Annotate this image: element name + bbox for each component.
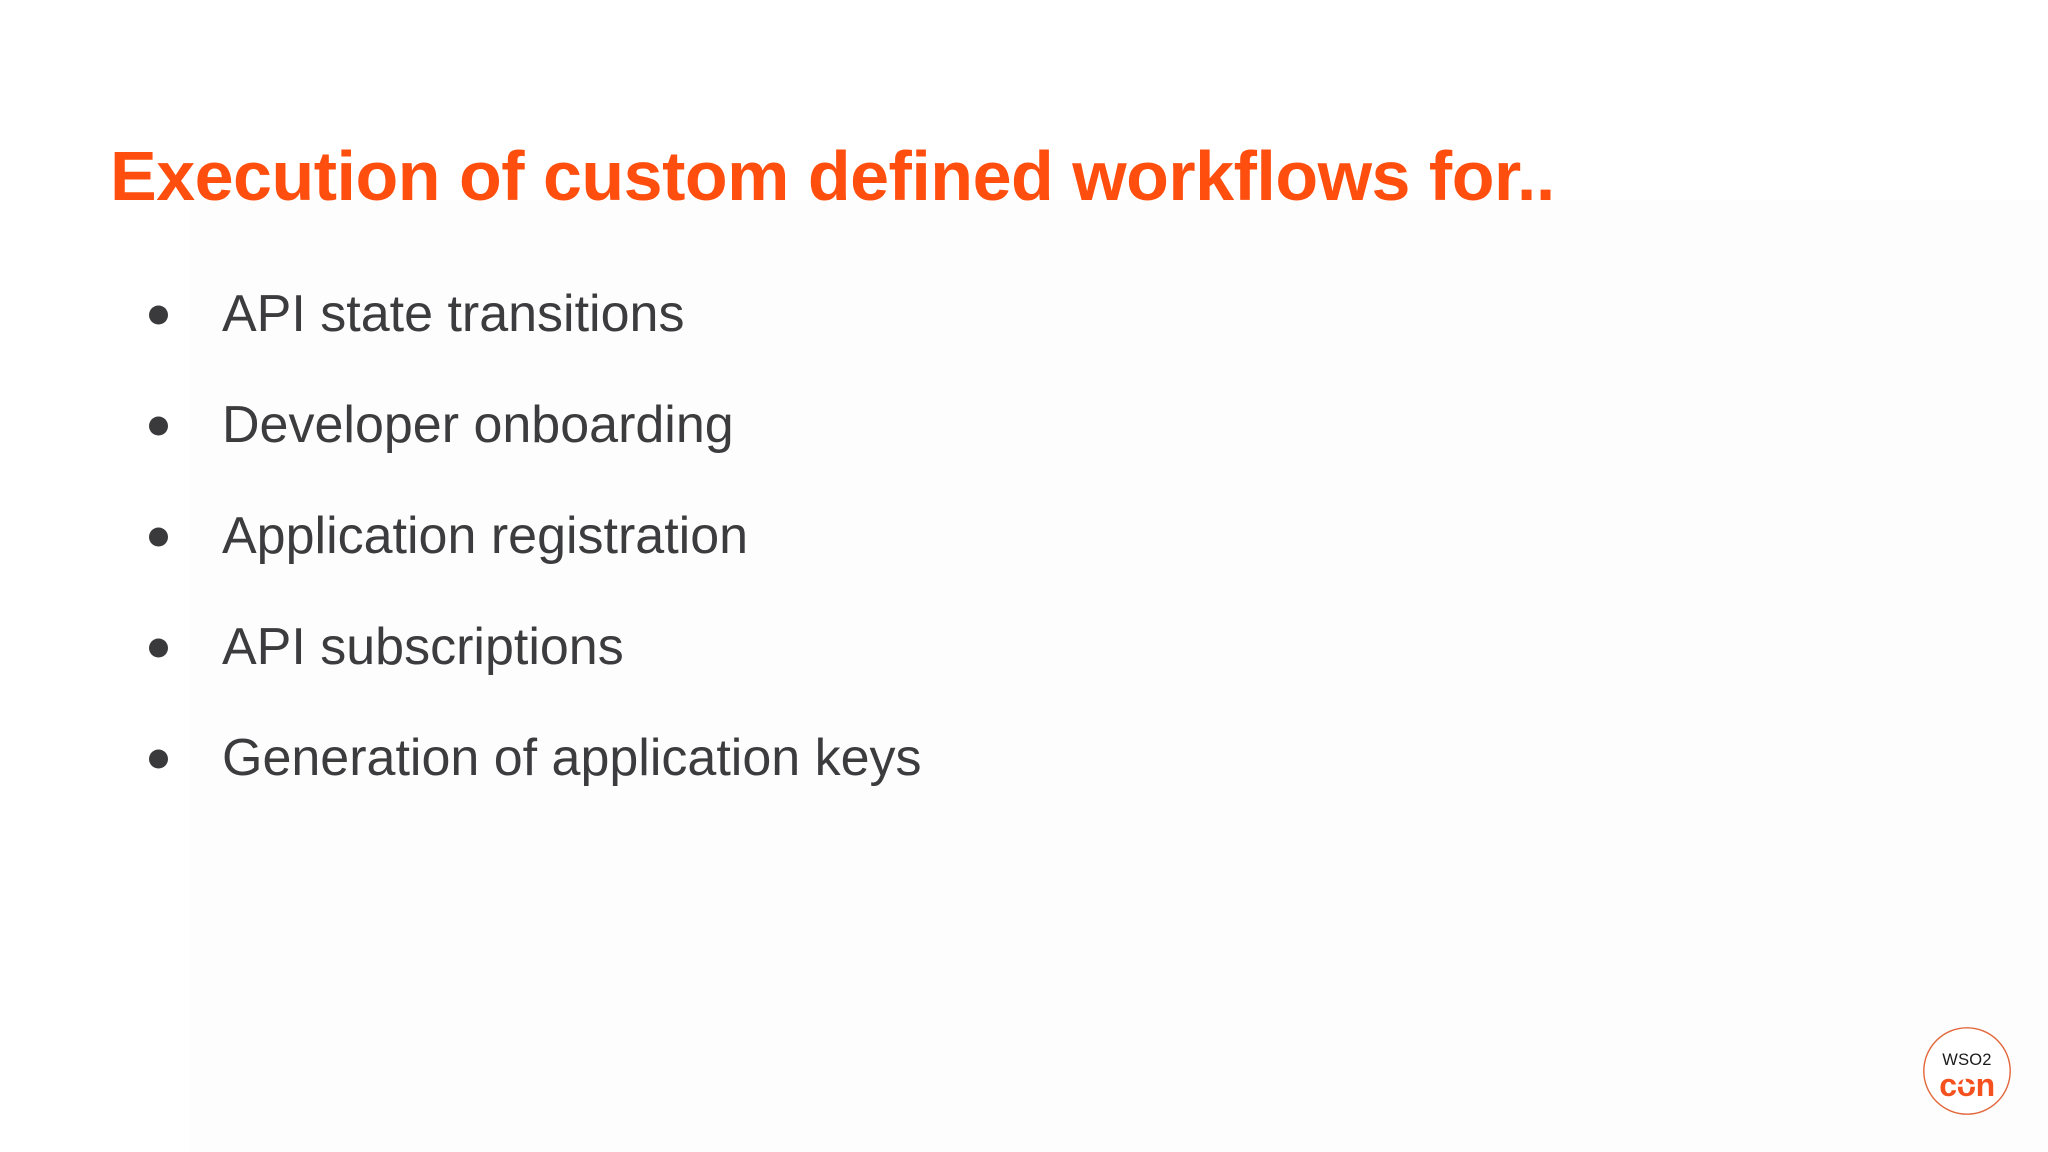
- logo-wordmark-bottom: con: [1939, 1067, 1994, 1103]
- wso2con-logo: WSO2 con: [1922, 1026, 2012, 1116]
- list-item-label: API state transitions: [222, 285, 685, 344]
- logo-heartbeat-icon: [1957, 1078, 1976, 1093]
- logo-ring-icon: [1923, 1027, 2011, 1115]
- list-item-label: Application registration: [222, 507, 749, 566]
- bullet-dot-icon: [149, 638, 168, 657]
- list-item: API state transitions: [140, 272, 1840, 357]
- content-panel: [190, 200, 2048, 1152]
- bullet-dot-icon: [149, 416, 168, 435]
- slide-title: Execution of custom defined workflows fo…: [110, 136, 1555, 215]
- bullet-dot-icon: [149, 527, 168, 546]
- list-item: Application registration: [140, 494, 1840, 579]
- logo-wordmark-top: WSO2: [1942, 1051, 1991, 1069]
- list-item: Generation of application keys: [140, 716, 1840, 801]
- bullet-dot-icon: [149, 749, 168, 768]
- bullet-dot-icon: [149, 305, 168, 324]
- list-item-label: Generation of application keys: [222, 729, 922, 788]
- list-item: Developer onboarding: [140, 383, 1840, 468]
- list-item: API subscriptions: [140, 605, 1840, 690]
- list-item-label: API subscriptions: [222, 618, 624, 677]
- bullet-list: API state transitions Developer onboardi…: [140, 272, 1840, 827]
- list-item-label: Developer onboarding: [222, 396, 734, 455]
